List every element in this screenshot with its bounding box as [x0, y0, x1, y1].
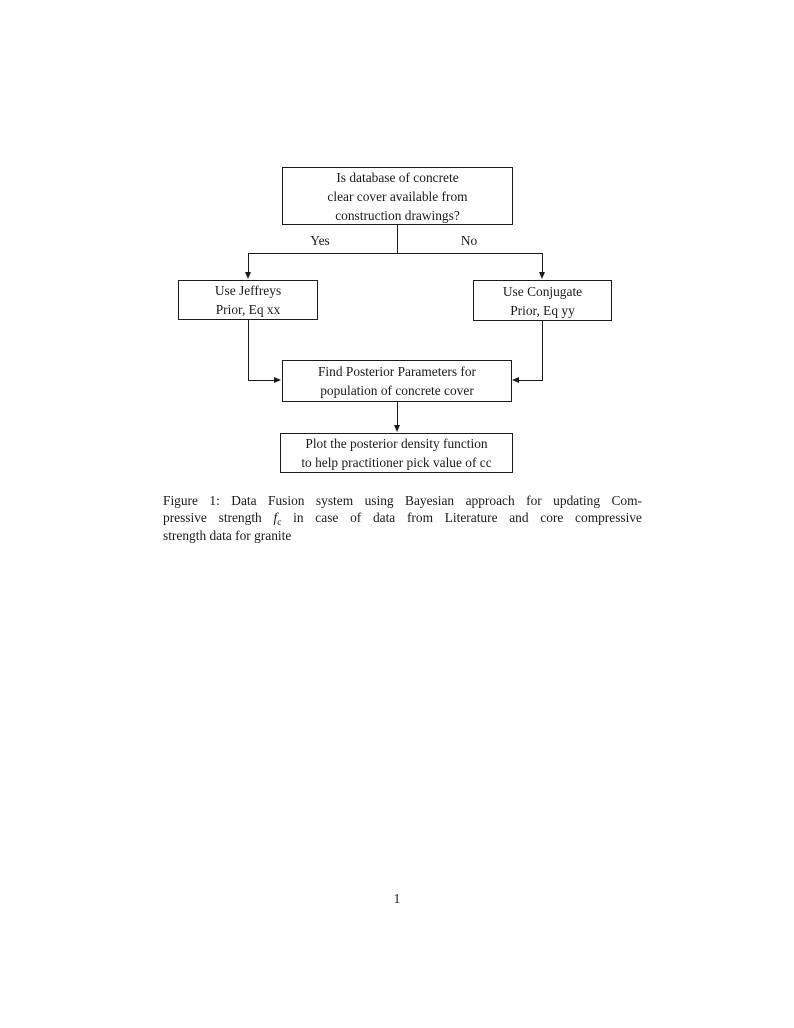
connector-yes-drop [248, 253, 249, 274]
plot-box: Plot the posterior density function to h… [280, 433, 513, 473]
connector-decision-stem [397, 225, 398, 253]
connector-conjugate-horizontal [519, 380, 543, 381]
posterior-box-line: Find Posterior Parameters for [317, 364, 477, 379]
connector-branch-horizontal [248, 253, 543, 254]
connector-posterior-drop [397, 402, 398, 426]
plot-box-line: to help practitioner pick value of cc [301, 455, 492, 470]
plot-box-line: Plot the posterior density function [305, 436, 488, 451]
conjugate-box-line: Use Conjugate [502, 283, 583, 299]
decision-box-line: Is database of concrete [336, 169, 459, 185]
branch-label-yes: Yes [310, 233, 330, 248]
arrowhead-into-jeffreys [245, 272, 251, 279]
arrowhead-into-posterior-left [274, 377, 281, 383]
figure-caption: Figure 1: Data Fusion system using Bayes… [163, 492, 642, 544]
connector-jeffreys-drop [248, 320, 249, 380]
figure-caption-line2: pressive strength fc in case of data fro… [163, 509, 642, 529]
jeffreys-box: Use Jeffreys Prior, Eq xx [178, 280, 318, 320]
posterior-box: Find Posterior Parameters for population… [282, 360, 512, 402]
figure-caption-line2-pre: pressive strength [163, 510, 262, 526]
math-fc-subscript: c [277, 518, 282, 529]
branch-label-no: No [460, 233, 478, 248]
decision-box-line: clear cover available from [327, 188, 468, 204]
figure-caption-line2-post: in case of data from Literature and core… [293, 510, 642, 526]
arrowhead-into-plot [394, 425, 400, 432]
conjugate-box-line: Prior, Eq yy [510, 302, 575, 318]
connector-conjugate-drop [542, 321, 543, 380]
decision-box-line: construction drawings? [335, 207, 460, 223]
posterior-box-line: population of concrete cover [320, 383, 474, 398]
figure-caption-line1: Figure 1: Data Fusion system using Bayes… [163, 493, 642, 508]
figure-caption-line3: strength data for granite [163, 527, 292, 543]
jeffreys-box-line: Use Jeffreys [214, 283, 282, 298]
math-fc-base: f [273, 510, 278, 526]
connector-jeffreys-horizontal [248, 380, 275, 381]
connector-no-drop [542, 253, 543, 274]
jeffreys-box-line: Prior, Eq xx [215, 302, 281, 317]
conjugate-box: Use Conjugate Prior, Eq yy [473, 280, 612, 321]
page-number: 1 [393, 891, 401, 906]
decision-box: Is database of concrete clear cover avai… [282, 167, 513, 225]
arrowhead-into-posterior-right [512, 377, 519, 383]
arrowhead-into-conjugate [539, 272, 545, 279]
